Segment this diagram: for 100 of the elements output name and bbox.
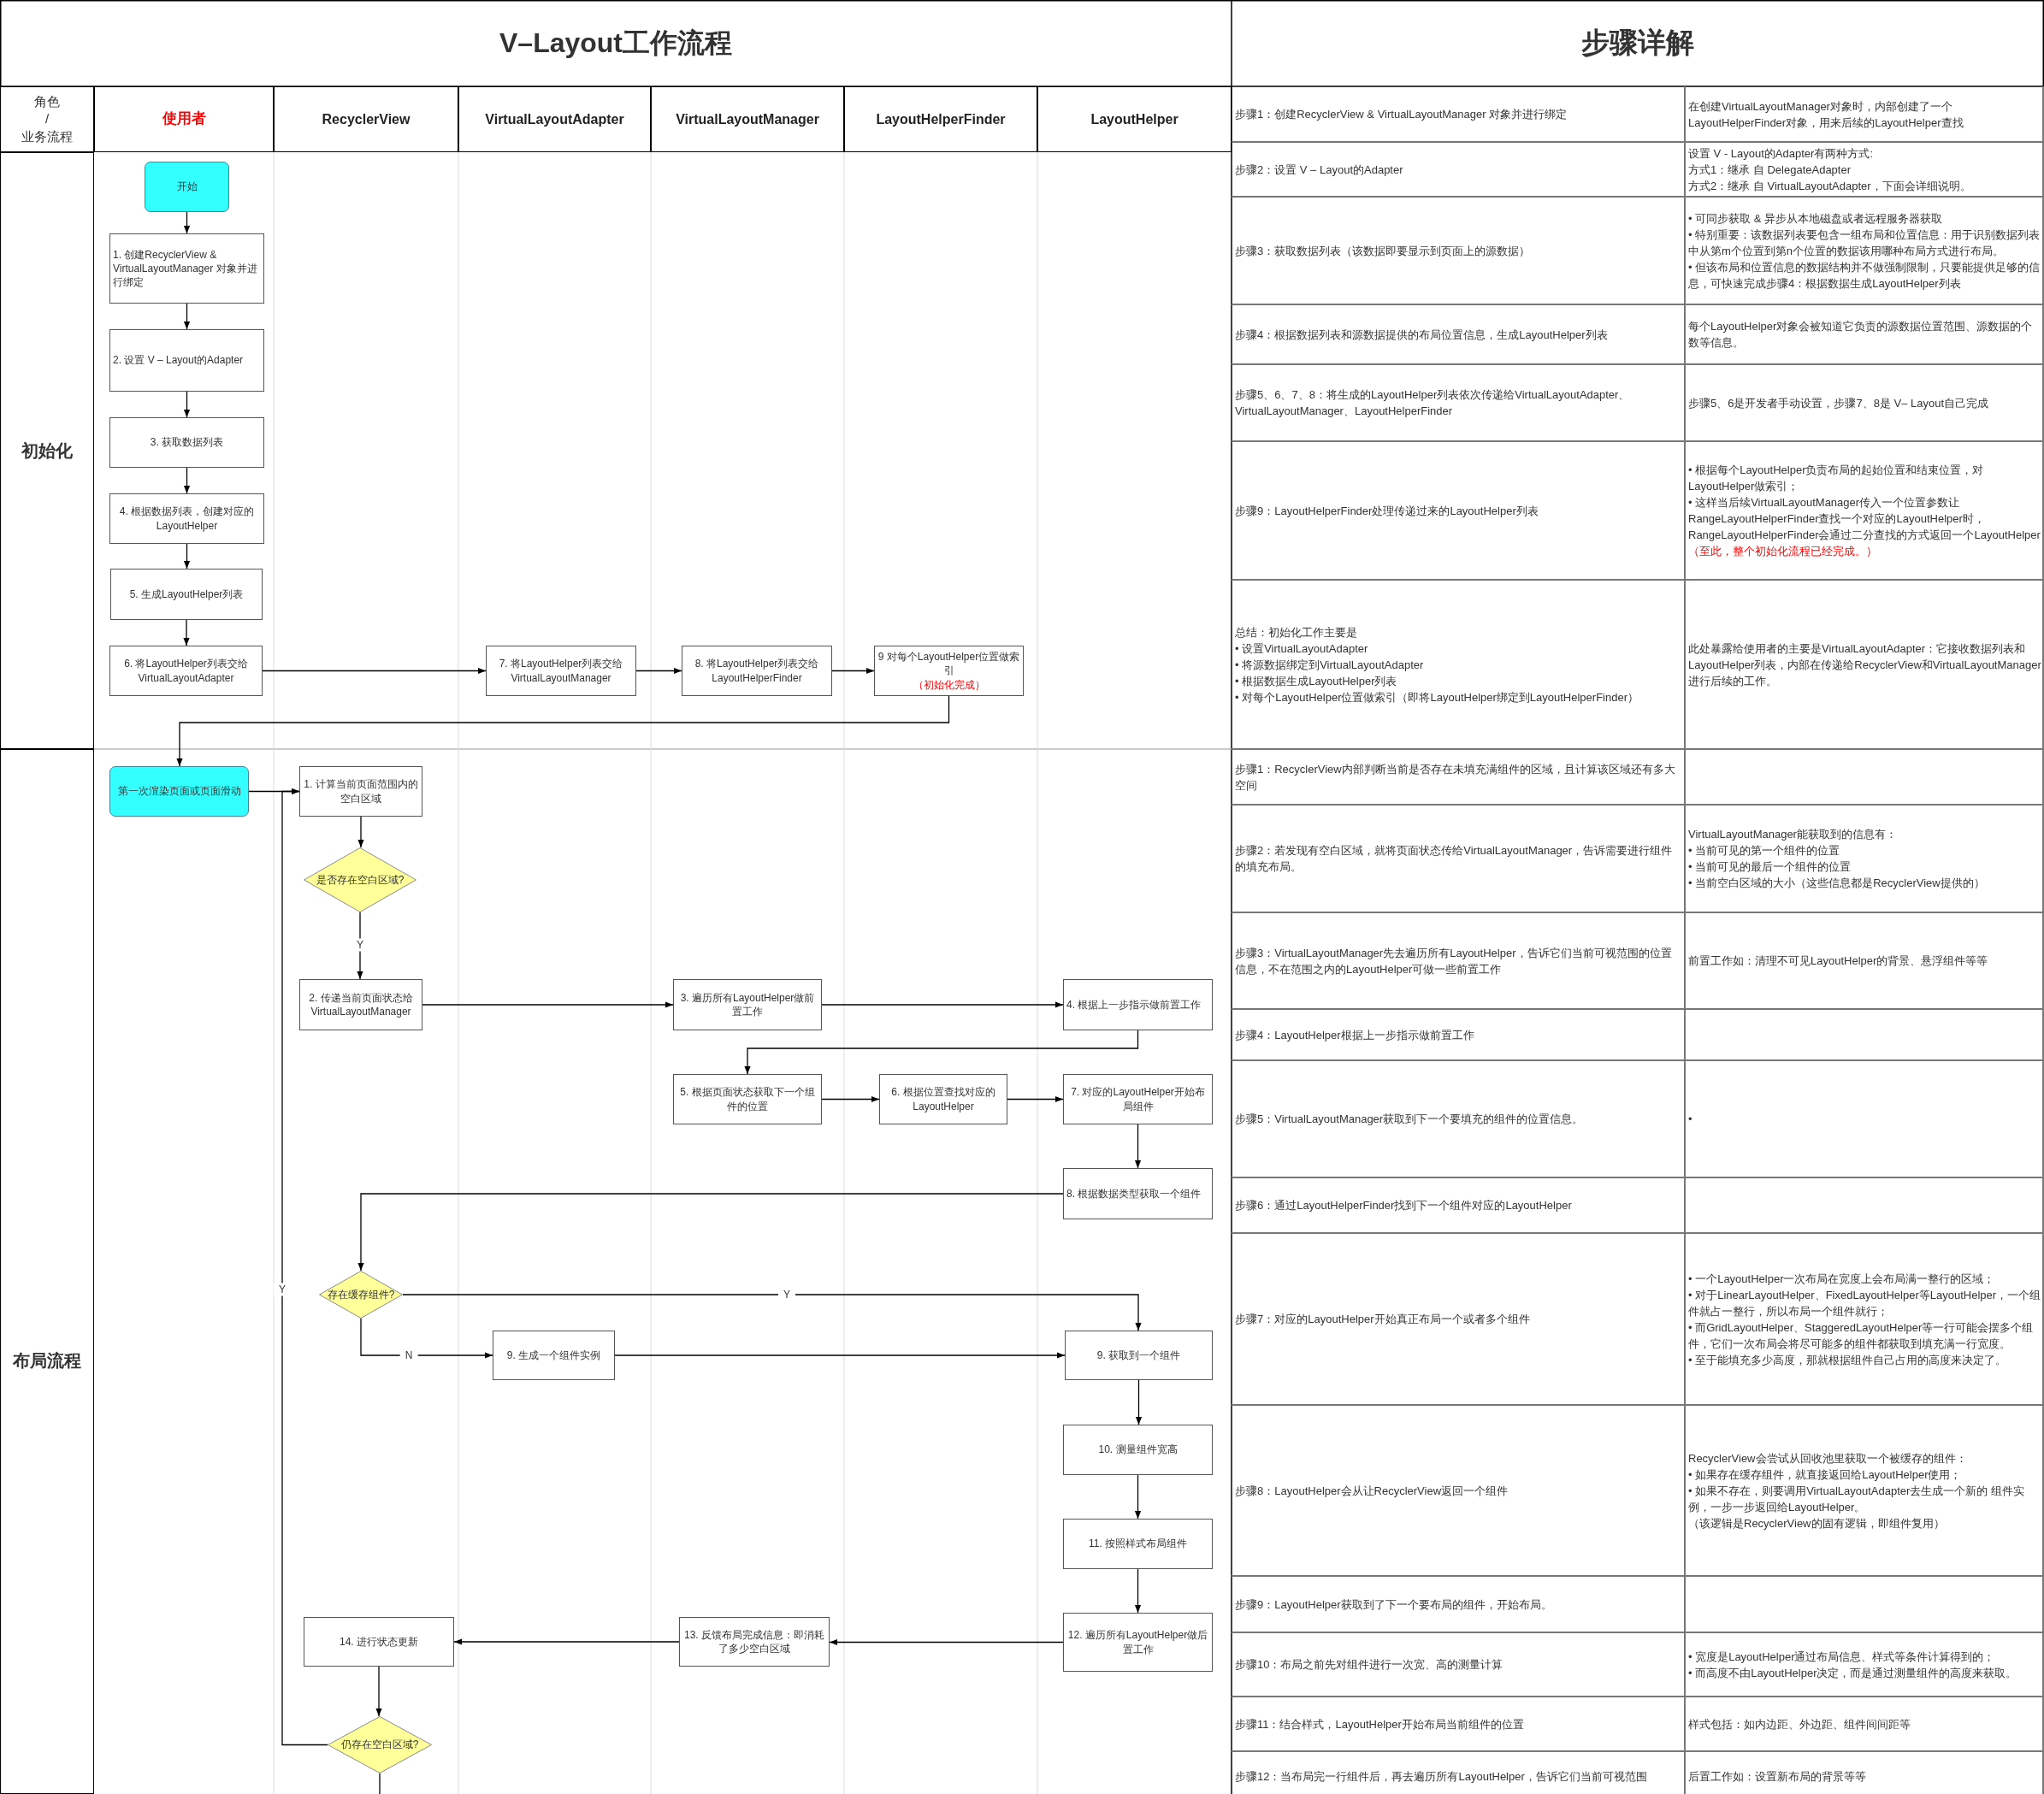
step-description: 步骤1：RecyclerView内部判断当前是否存在未填充满组件的区域，且计算该区域还有多大空间: [1235, 761, 1676, 794]
step-note: 步骤5、6是开发者手动设置，步骤7、8是 V– Layout自己完成: [1688, 395, 1989, 411]
flow-arrow: [357, 816, 364, 848]
start-terminal: [109, 766, 249, 817]
step-note: • 当前可见的第一个组件的位置: [1688, 843, 1840, 859]
corner-title: 业务流程: [21, 127, 73, 145]
step-note: • 一个LayoutHelper一次布局在宽度上会布局满一整行的区域；: [1688, 1271, 1995, 1287]
step-text: 8. 根据数据类型获取一个组件: [1066, 1186, 1202, 1201]
lane-title: VirtualLayoutManager: [676, 110, 819, 128]
lane-title: LayoutHelper: [1090, 110, 1179, 128]
step-note: • 但该布局和位置信息的数据结构并不做强制限制，只要能提供足够的信息，可快速完成步骤4：根据数据生成LayoutHelper列表: [1688, 259, 2041, 292]
process-box: [110, 569, 263, 620]
step-description: 步骤9：LayoutHelperFinder处理传递过来的LayoutHelper列表: [1235, 503, 1539, 519]
step-text: 1. 创建RecyclerView & VirtualLayoutManager 对象并进行绑定: [113, 247, 258, 290]
diagram-title: V–Layout工作流程: [499, 26, 732, 60]
process-box: [874, 646, 1024, 696]
step-note: 设置 V - Layout的Adapter有两种方式:: [1688, 145, 1873, 162]
flow-arrow: [1134, 1124, 1142, 1169]
flow-arrow: [831, 667, 875, 675]
step-text: 3. 遍历所有LayoutHelper做前置工作: [679, 990, 816, 1019]
start-text: 第一次渲染页面或页面滑动: [117, 784, 241, 799]
step-text: 7. 将LayoutHelper列表交给VirtualLayoutManager: [498, 657, 624, 685]
process-box: [1063, 1074, 1213, 1124]
flow-arrow: [375, 1666, 382, 1717]
flow-arrow: [183, 619, 190, 646]
decision-diamond: [319, 1271, 403, 1319]
step-text: 5. 根据页面状态获取下一个组件的位置: [679, 1085, 816, 1113]
step-text: 13. 反馈布局完成信息：即消耗了多少空白区域: [683, 1627, 825, 1656]
flow-arrow: [176, 695, 950, 767]
step-text: 12. 遍历所有LayoutHelper做后置工作: [1066, 1628, 1209, 1656]
process-box: [673, 1074, 822, 1124]
flow-arrow: [262, 667, 487, 675]
decision-diamond: [304, 847, 416, 912]
start-terminal: [145, 162, 229, 212]
process-box: [1063, 1425, 1213, 1475]
step-text: 9. 生成一个组件实例: [506, 1348, 601, 1363]
step-note: • 这样当后续VirtualLayoutManager传入一个位置参数让RangeLayoutHelperFinder查找一个对应的LayoutHelper时，RangeLayoutHelperFinder会通过二分查找的方式返回一个LayoutHelper: [1688, 495, 2041, 543]
start-text: 开始: [176, 180, 198, 194]
process-box: [109, 417, 264, 468]
step-text: 7. 对应的LayoutHelper开始布局组件: [1070, 1085, 1206, 1113]
step-note: 方式2：继承 自 VirtualLayoutAdapter，下面会详细说明。: [1688, 178, 1971, 194]
step-note: •: [1688, 1112, 1693, 1127]
step-note: 此处暴露给使用者的主要是VirtualLayoutAdapter：它接收数据列表和LayoutHelper列表，内部在传递给RecyclerView和VirtualLayoutManager进行后续的工作。: [1688, 640, 2041, 689]
step-description: 步骤3：VirtualLayoutManager先去遍历所有LayoutHelper，告诉它们当前可视范围的位置信息，不在范围之内的LayoutHelper可做一些前置工作: [1235, 945, 1673, 977]
step-description: 步骤2：若发现有空白区域，就将页面状态传给VirtualLayoutManager，告诉需要进行组件的填充布局。: [1235, 843, 1674, 875]
corner-header: [0, 86, 94, 152]
flow-arrow: [281, 788, 328, 1746]
step-note: • 如果存在缓存组件，就直接返回给LayoutHelper使用；: [1688, 1466, 1962, 1483]
step-text: 4. 根据上一步指示做前置工作: [1066, 997, 1202, 1012]
step-text: 2. 设置 V – Layout的Adapter: [113, 353, 244, 368]
step-note: • 特别重要：该数据列表要包含一组布局和位置信息：用于识别数据列表中从第m个位置到第n个位置的数据该用哪种布局方式进行布局。: [1688, 227, 2041, 259]
step-description: 步骤3：获取数据列表（该数据即要显示到页面上的源数据）: [1235, 243, 1531, 259]
step-description: • 对每个LayoutHelper位置做索引（即将LayoutHelper绑定到LayoutHelperFinder）: [1235, 689, 1639, 705]
flow-arrow: [821, 1001, 1064, 1008]
step-description: 总结：初始化工作主要是: [1235, 624, 1357, 640]
flow-arrow: [357, 1193, 1064, 1272]
step-note: • 如果不存在，则要调用VirtualLayoutAdapter去生成一个新的 组件实例，一步一步返回给LayoutHelper。: [1688, 1483, 2025, 1515]
process-box: [493, 1331, 615, 1380]
lane-header: [274, 86, 458, 152]
flow-arrow: [635, 667, 682, 675]
process-box: [1063, 1613, 1213, 1672]
step-text: 14. 进行状态更新: [340, 1634, 418, 1649]
lane-title: VirtualLayoutAdapter: [485, 110, 624, 128]
step-note: • 而高度不由LayoutHelper决定，而是通过测量组件的高度来获取。: [1688, 1665, 2017, 1681]
decision-text: 是否存在空白区域?: [316, 872, 405, 888]
step-description: 步骤10：布局之前先对组件进行一次宽、高的测量计算: [1235, 1657, 1503, 1673]
lane-header: [1037, 86, 1232, 152]
flow-arrow: [183, 211, 191, 234]
flow-arrow: [453, 1638, 680, 1645]
step-description: 步骤2：设置 V – Layout的Adapter: [1235, 162, 1403, 178]
process-box: [109, 329, 264, 392]
process-box: [299, 766, 422, 817]
process-box: [304, 1617, 454, 1667]
step-note: • 宽度是LayoutHelper通过布局信息、样式等条件计算得到的；: [1688, 1649, 1995, 1665]
step-description: 步骤9：LayoutHelper获取到了下一个要布局的组件，开始布局。: [1235, 1596, 1552, 1613]
phase-title: 初始化: [21, 440, 73, 462]
flow-arrow: [183, 303, 191, 330]
phase-title: 布局流程: [13, 1350, 81, 1372]
step-note: VirtualLayoutManager能获取到的信息有：: [1688, 827, 1897, 842]
flow-arrow: [1134, 1474, 1142, 1520]
process-box: [109, 233, 264, 304]
decision-diamond: [328, 1716, 432, 1773]
flow-arrow: [402, 1294, 1142, 1331]
step-text: （初始化完成）: [913, 677, 985, 692]
lane-header: [651, 86, 844, 152]
step-text: 2. 传递当前页面状态给VirtualLayoutManager: [308, 990, 414, 1019]
step-description: 步骤4：根据数据列表和源数据提供的布局位置信息，生成LayoutHelper列表: [1235, 327, 1608, 343]
step-note: • 而GridLayoutHelper、StaggeredLayoutHelper等一行可能会摆多个组件，它们一次布局会将尽可能多的组件都获取到填充满一行宽度。: [1688, 1319, 2035, 1352]
flow-arrow: [183, 543, 191, 569]
flow-arrow: [614, 1352, 1066, 1359]
step-description: • 根据数据生成LayoutHelper列表: [1235, 673, 1397, 689]
step-text: 9. 获取到一个组件: [1096, 1348, 1181, 1363]
lane-header: [94, 86, 274, 152]
decision-text: 仍存在空白区域?: [340, 1738, 419, 1752]
process-box: [673, 979, 822, 1030]
step-note: • 当前可见的最后一个组件的位置: [1688, 859, 1852, 875]
step-note: RecyclerView会尝试从回收池里获取一个被缓存的组件：: [1688, 1450, 1967, 1466]
flow-arrow: [744, 1030, 1139, 1075]
process-box: [109, 646, 263, 696]
step-note: • 根据每个LayoutHelper负责布局的起始位置和结束位置，对LayoutHelper做索引；: [1688, 463, 1985, 494]
